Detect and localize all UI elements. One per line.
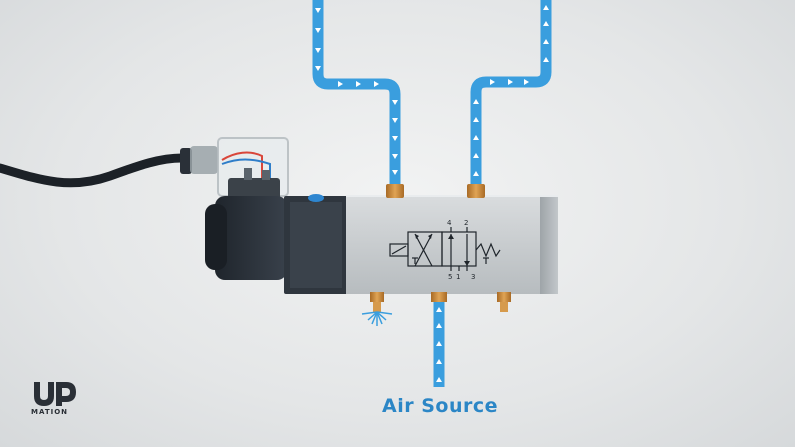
port-label-5: 5 <box>448 273 452 281</box>
fitting-port-3 <box>497 292 511 312</box>
air-tube-right <box>470 0 552 184</box>
valve-body <box>346 195 558 294</box>
port-label-2: 2 <box>464 219 468 227</box>
flow-arrows-left <box>315 8 398 175</box>
fitting-port-4 <box>386 184 404 198</box>
fitting-port-5 <box>370 292 384 312</box>
fitting-port-2 <box>467 184 485 198</box>
port-label-3: 3 <box>471 273 475 281</box>
power-cable-icon <box>0 153 187 188</box>
connector-plug <box>180 137 289 204</box>
port-label-1: 1 <box>456 273 460 281</box>
solenoid-coil <box>205 194 348 294</box>
valve-port-labels: 4 2 5 1 3 <box>447 219 475 281</box>
fitting-port-1 <box>431 292 447 302</box>
valve-symbol <box>389 227 501 271</box>
valve-symbol-tees <box>412 257 489 264</box>
logo-text: MATION <box>31 408 69 416</box>
air-source-label: Air Source <box>382 395 498 417</box>
up-logo-icon <box>34 382 76 406</box>
air-tube-left <box>312 0 401 184</box>
flow-arrows-supply <box>436 307 442 382</box>
exhaust-spray-icon <box>361 311 393 326</box>
port-label-4: 4 <box>447 219 452 227</box>
valve-symbol-arrowheads <box>415 234 470 266</box>
flow-arrows-right <box>473 5 549 176</box>
